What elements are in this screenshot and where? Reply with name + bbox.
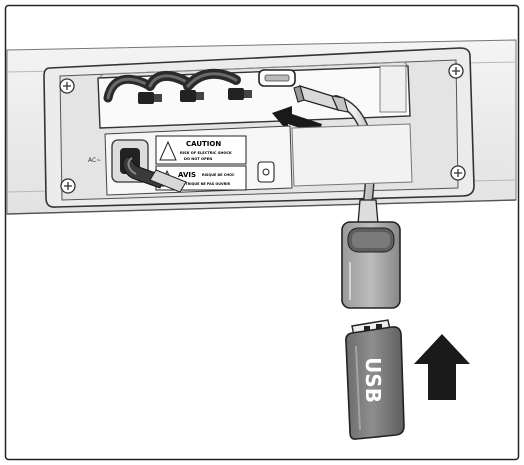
avis-heading: AVIS bbox=[178, 171, 196, 179]
usb-port bbox=[258, 69, 296, 87]
caution-label: CAUTION RISK OF ELECTRIC SHOCK DO NOT OP… bbox=[155, 135, 247, 165]
existing-cables bbox=[103, 68, 252, 104]
ac-label: AC~ bbox=[88, 157, 101, 164]
avis-line-1: RISQUE DE CHOC bbox=[202, 173, 235, 177]
caution-line-2: DO NOT OPEN bbox=[184, 157, 212, 161]
avis-line-2: ÉLECTRIQUE NE PAS OUVRIR bbox=[176, 181, 230, 186]
usb-adapter bbox=[341, 221, 401, 309]
arrow-up-icon bbox=[414, 334, 470, 400]
ac-power-inlet bbox=[111, 139, 187, 193]
screw-icon-bottom-right bbox=[450, 165, 466, 181]
blank-panel bbox=[291, 123, 413, 187]
screw-icon-top-left bbox=[59, 78, 75, 94]
lock-icon bbox=[257, 161, 275, 183]
screw-icon-bottom-left bbox=[60, 178, 76, 194]
caution-line-1: RISK OF ELECTRIC SHOCK bbox=[180, 151, 232, 155]
screw-icon-top-right bbox=[448, 63, 464, 79]
caution-heading: CAUTION bbox=[186, 140, 221, 148]
usb-label: USB bbox=[361, 357, 385, 403]
usb-flash-drive: USB bbox=[345, 319, 405, 440]
